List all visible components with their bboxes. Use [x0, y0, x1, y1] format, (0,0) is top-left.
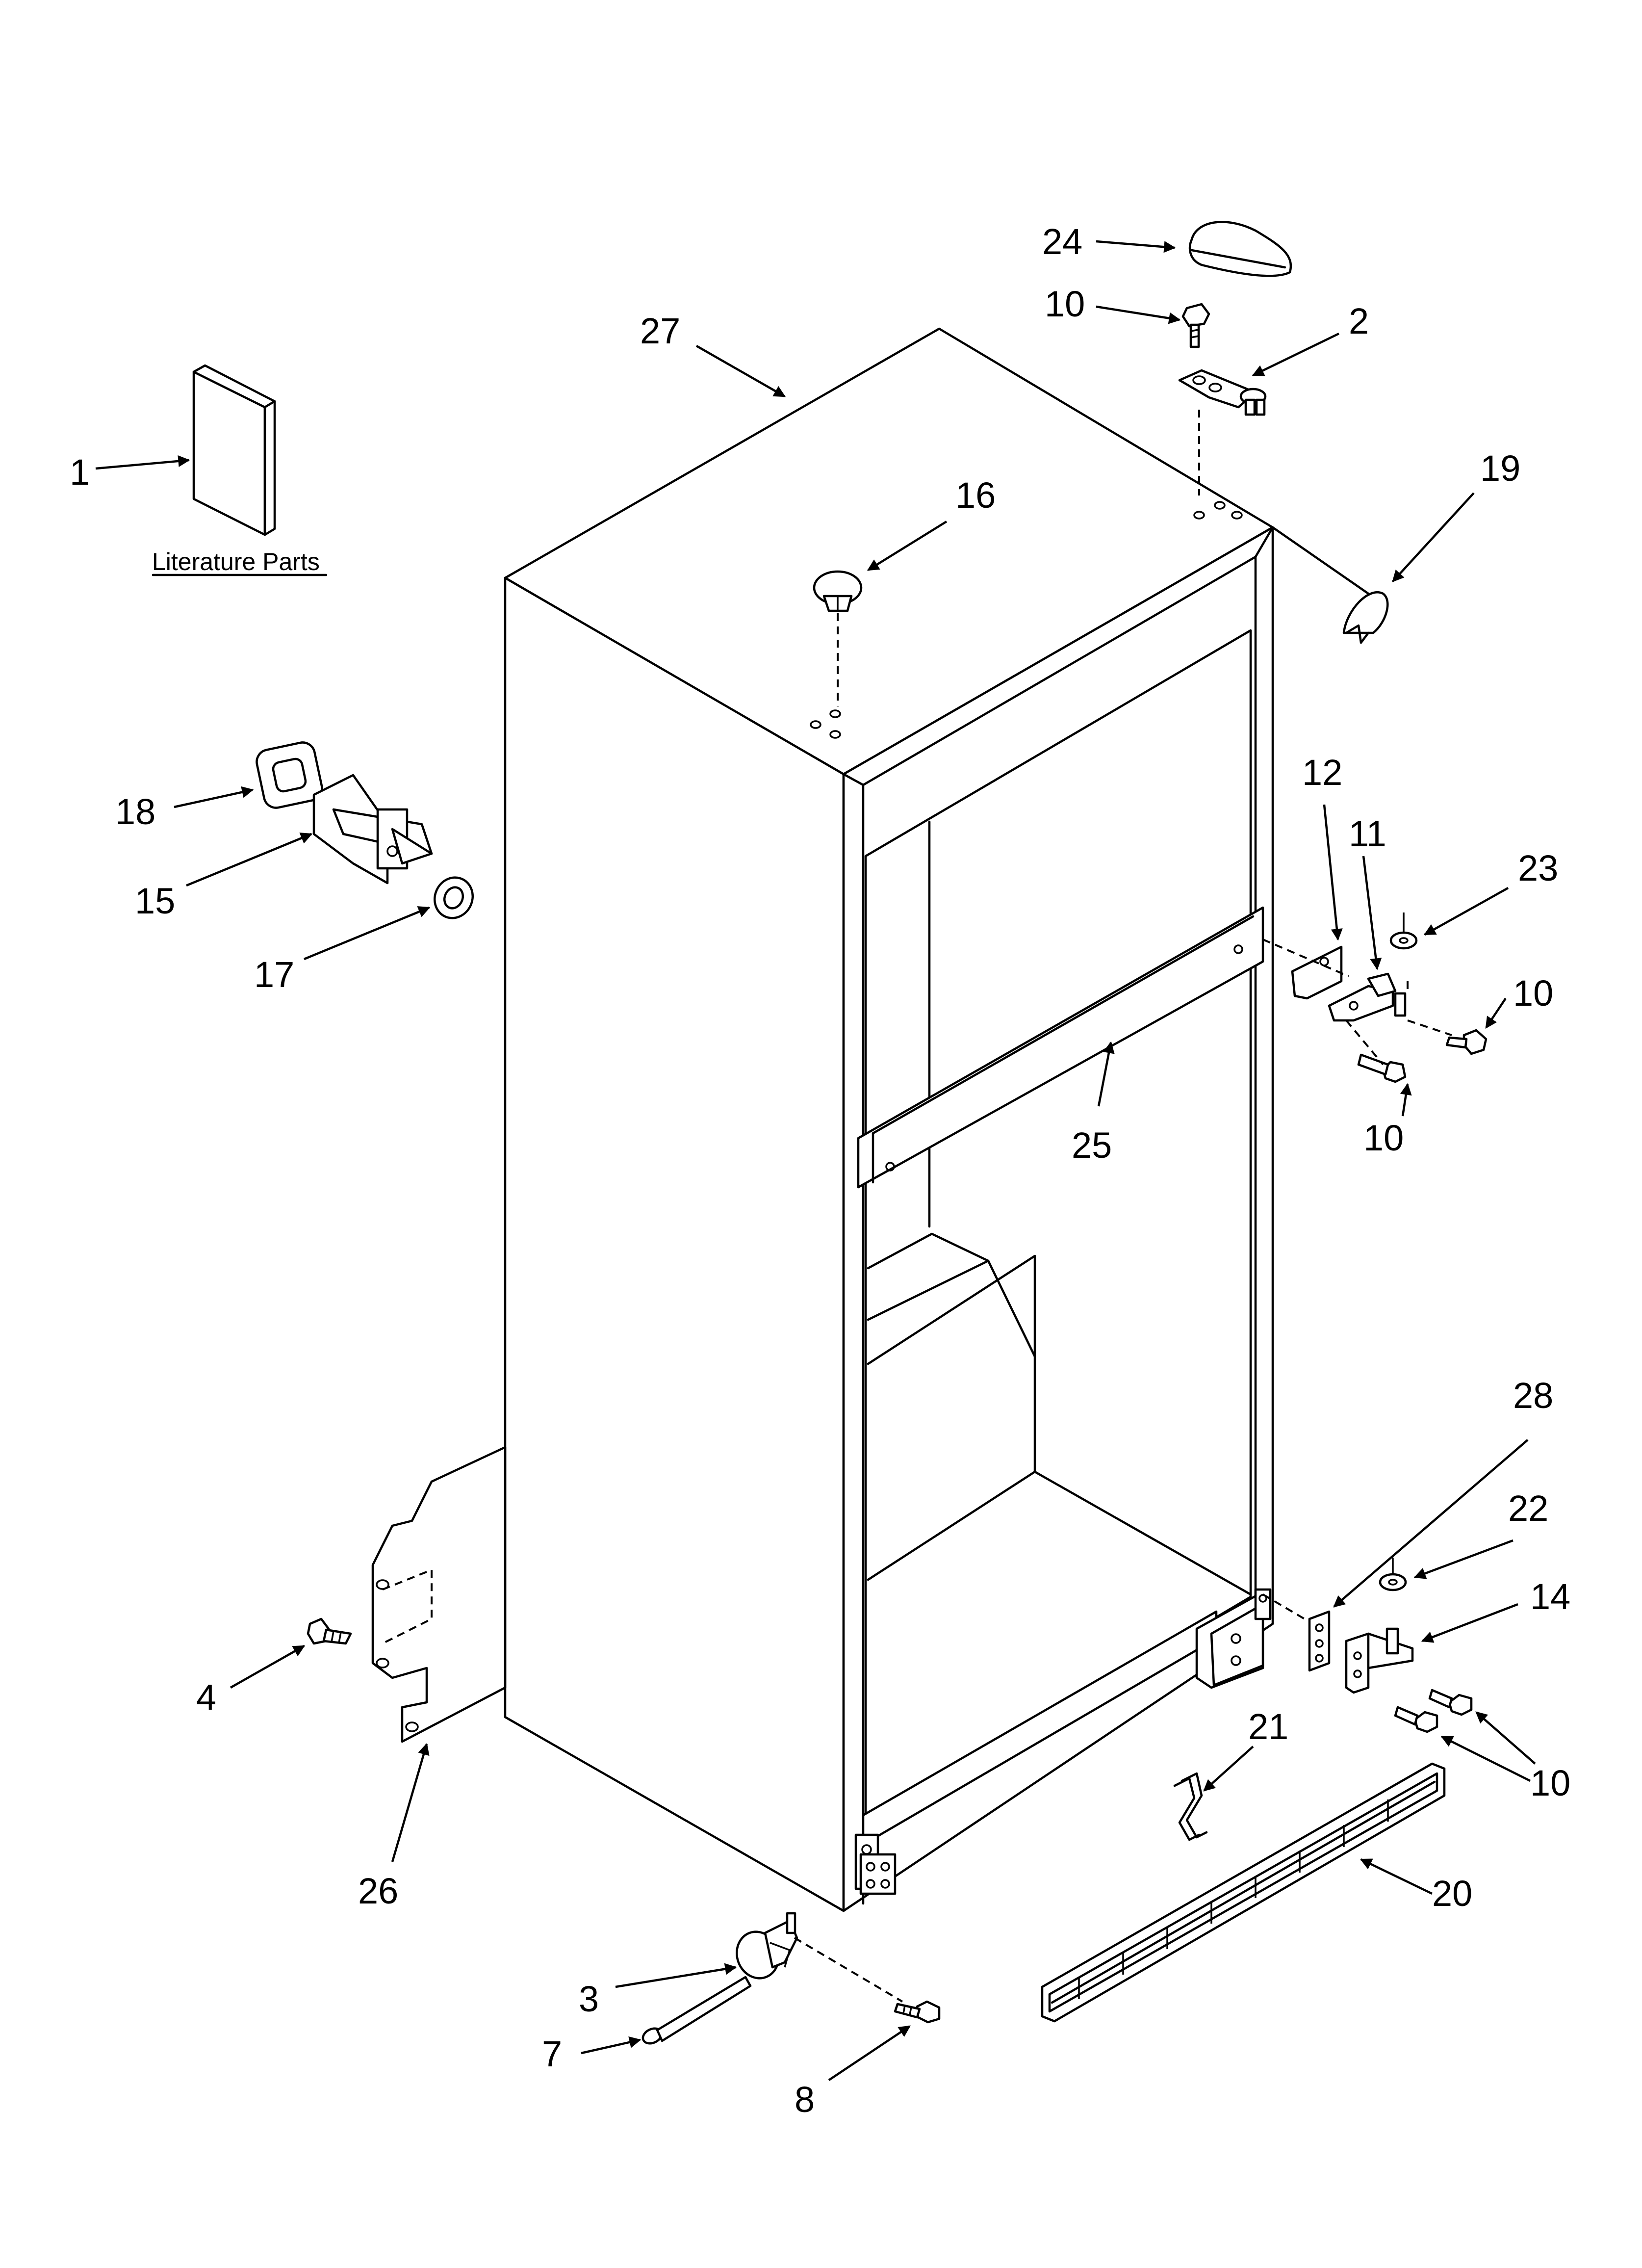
roller-guide-line — [794, 1937, 903, 2003]
grille-clip — [1173, 1772, 1208, 1841]
lower-hinge-shim — [1308, 1610, 1331, 1672]
literature-caption: Literature Parts — [152, 548, 320, 575]
callout-10-mid-lower: 10 — [1363, 1118, 1404, 1158]
callout-10-mid-right: 10 — [1513, 973, 1553, 1014]
pivot-bracket-15 — [312, 774, 433, 885]
roller-axle-pin — [641, 1976, 752, 2045]
back-panel-screw — [307, 1617, 352, 1645]
callout-leaders — [95, 240, 1536, 2081]
lower-hinge-screw-a — [1428, 1689, 1473, 1716]
grommet-18 — [256, 741, 323, 809]
back-panel — [371, 1446, 507, 1743]
callout-7: 7 — [542, 2033, 562, 2074]
center-hinge-screw-a — [1445, 1029, 1488, 1055]
callout-24: 24 — [1042, 221, 1082, 262]
frame-bottom-plate — [859, 1853, 897, 1895]
cabinet-body — [504, 327, 1274, 1912]
base-grille — [1041, 1762, 1446, 2023]
lower-hinge-screw-b — [1394, 1706, 1438, 1733]
callout-28: 28 — [1513, 1375, 1553, 1416]
callout-27: 27 — [640, 311, 680, 351]
hinge-cap-right — [1342, 591, 1389, 644]
center-hinge-washer — [1389, 912, 1418, 950]
center-hinge — [1328, 972, 1407, 1022]
callout-23: 23 — [1518, 848, 1558, 888]
callout-26: 26 — [358, 1871, 398, 1911]
top-hinge-screw — [1181, 303, 1210, 348]
callout-11: 11 — [1349, 813, 1386, 854]
callout-4: 4 — [196, 1677, 216, 1718]
callout-20: 20 — [1432, 1873, 1472, 1914]
top-plug — [813, 570, 863, 612]
hinge-cover — [1188, 221, 1292, 277]
callout-17: 17 — [254, 954, 294, 995]
lower-hinge — [1345, 1627, 1414, 1694]
mid-hinge-guide-b — [1407, 1019, 1452, 1036]
center-hinge-screw-b — [1357, 1053, 1407, 1083]
mid-hinge-shim — [1291, 945, 1343, 1000]
callout-labels: 24 10 2 27 1 16 19 18 15 17 12 11 23 10 … — [70, 221, 1570, 2120]
literature-parts-booklet — [192, 364, 276, 536]
callout-1: 1 — [70, 452, 90, 493]
callout-15: 15 — [135, 881, 175, 921]
cabinet-lower-hinge — [1195, 1588, 1272, 1689]
callout-10-lower: 10 — [1530, 1763, 1570, 1803]
lower-hinge-washer — [1379, 1558, 1407, 1591]
callout-2: 2 — [1349, 301, 1369, 341]
center-screw-guide — [1345, 1019, 1384, 1066]
part-19-line — [1271, 526, 1370, 595]
lower-hinge-guide — [1262, 1593, 1306, 1620]
divider-mullion — [857, 906, 1264, 1189]
callout-10-top: 10 — [1045, 284, 1085, 324]
callout-25: 25 — [1072, 1125, 1112, 1166]
bushing-17 — [434, 876, 474, 919]
callout-21: 21 — [1248, 1706, 1288, 1747]
callout-3: 3 — [579, 1979, 599, 2019]
callout-19: 19 — [1480, 448, 1520, 489]
callout-22: 22 — [1508, 1488, 1548, 1529]
roller-screw — [894, 2000, 941, 2024]
callout-12: 12 — [1302, 752, 1342, 793]
callout-18: 18 — [115, 791, 155, 832]
mid-hinge-guide-a — [1262, 938, 1349, 977]
roller-bracket — [736, 1912, 798, 1980]
top-hinge — [1178, 369, 1267, 416]
callout-14: 14 — [1530, 1576, 1570, 1617]
callout-16: 16 — [955, 475, 996, 516]
callout-8: 8 — [795, 2079, 815, 2120]
